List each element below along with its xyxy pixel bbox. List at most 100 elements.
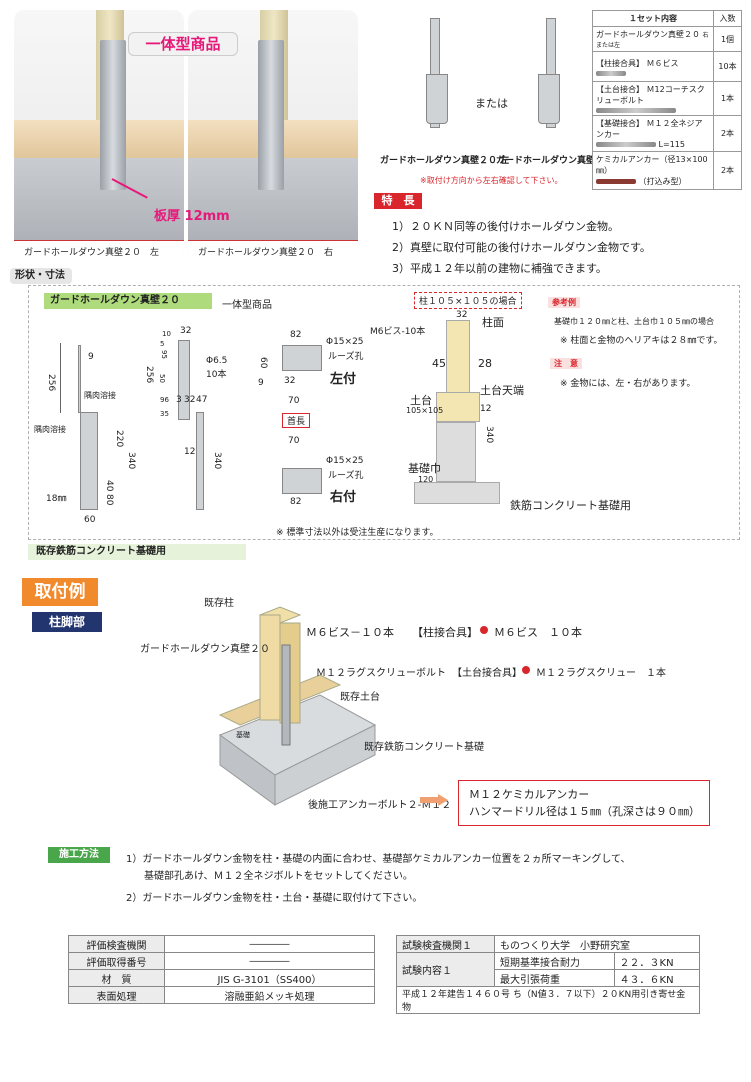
column-base-tag: 柱脚部 (32, 612, 102, 632)
set-qty: 2本 (713, 115, 742, 152)
anchor-bolt-icon (596, 142, 656, 147)
dim-50: 50 (158, 374, 166, 383)
side-view-body (196, 412, 204, 510)
set-item-sub: （打込み型） (638, 177, 687, 186)
set-header: １セット内容 (592, 10, 714, 27)
dim-95: 95 (160, 350, 168, 359)
phi-label-2: Φ15×25 (326, 456, 364, 466)
m6-item-label: Ｍ６ビス １０本 (494, 626, 582, 639)
reference-note: ※ 柱面と金物のヘリアキは２８㎜です。 (560, 336, 723, 346)
foundation-image (14, 158, 184, 240)
bracket-left-foot (426, 74, 448, 124)
method-step: 1）ガードホールダウン金物を柱・基礎の内面に合わせ、基礎部ケミカルアンカー位置を… (126, 854, 631, 865)
column-size-label: 柱１０５×１０５の場合 (414, 292, 522, 309)
reference-tag: 参考例 (548, 297, 580, 308)
phi-label: Φ15×25 (326, 337, 364, 347)
base-label: 基礎 (236, 731, 250, 739)
set-row: ガードホールダウン真壁２０ 右または左 1個 (592, 26, 742, 52)
photo-left-caption: ガードホールダウン真壁２０ 左 (14, 240, 184, 260)
dim-35: 35 (160, 410, 169, 418)
bracket-right-image (546, 18, 556, 128)
dim-82: 82 (290, 330, 302, 340)
set-item: ケミカルアンカー（径13×100㎜） (596, 155, 708, 175)
set-row: 【基礎接合】 Ｍ１２全ネジアンカー L=115 2本 (592, 115, 742, 152)
spec-label: 表面処理 (68, 986, 165, 1004)
sill-top-label: 土台天端 (480, 384, 524, 397)
spec-label: 評価検査機関 (68, 935, 165, 953)
m12-item-label: Ｍ１２ラグスクリュー １本 (536, 668, 666, 679)
dim-10: 10 (162, 330, 171, 338)
spec-value: 溶融亜鉛メッキ処理 (164, 986, 375, 1004)
metal-plate-image (258, 40, 284, 190)
metal-plate-image (100, 40, 126, 190)
set-item: ガードホールダウン真壁２０ (596, 30, 700, 39)
set-item: 【基礎接合】 Ｍ１２全ネジアンカー (596, 119, 703, 139)
dim-256b: 256 (144, 366, 154, 384)
anchor-box-line: ハンマードリル径は１５㎜（孔深さは９０㎜） (469, 805, 700, 818)
integrated-product-badge: 一体型商品 (128, 32, 238, 56)
weld-label-1: 隅肉溶接 (84, 391, 116, 400)
dim-40: 40 (104, 480, 114, 492)
dim-line (60, 343, 61, 413)
spec-row: 試験内容１ 短期基準接合耐力 ２２．３KN (396, 952, 701, 987)
or-text: または (475, 97, 508, 110)
product-title: ガードホールダウン真壁２０ (44, 293, 212, 309)
left-mount-label: 左付 (330, 372, 357, 387)
spec-label: 試験検査機関１ (396, 935, 495, 953)
spec-table-right: 試験検査機関１ ものつくり大学 小野研究室 試験内容１ 短期基準接合耐力 ２２．… (396, 935, 701, 1014)
bracket-right-foot (538, 74, 560, 124)
bullet-icon (480, 626, 488, 634)
asm-dim-45: 45 (432, 357, 446, 370)
dim-82b: 82 (290, 497, 302, 507)
set-item: 【土台接合】 Ｍ12コーチスクリューボルト (596, 85, 705, 105)
dim-9b: 9 (258, 378, 264, 388)
dim-70b: 70 (288, 436, 300, 446)
reference-text: 基礎巾１２０㎜と柱、土台巾１０５㎜の場合 (554, 317, 714, 326)
dim-70: 70 (288, 396, 300, 406)
install-example-title: 取付例 (22, 578, 98, 606)
spec-footer: 平成１２年建告１４６０号 ち（N値３．７以下）２０KN用引き寄せ金物 (396, 986, 700, 1014)
existing-sill-label: 既存土台 (340, 692, 380, 703)
asm-dim-28: 28 (478, 357, 492, 370)
dim-340b: 340 (212, 452, 222, 470)
existing-rc-label: 既存鉄筋コンクリート基礎 (364, 742, 484, 753)
sill-image (14, 120, 184, 158)
set-row: 【土台接合】 Ｍ12コーチスクリューボルト 1本 (592, 81, 742, 116)
set-qty: 1個 (713, 26, 742, 52)
photo-right-caption: ガードホールダウン真壁２０ 右 (188, 240, 358, 260)
install-illustration (218, 606, 377, 806)
neck-length-label: 首長 (282, 413, 311, 428)
foundation-section-image (436, 422, 476, 482)
chemical-anchor-icon (596, 179, 636, 184)
dim-32b: 32 (184, 395, 196, 405)
dim-12: 12 (184, 447, 196, 457)
m12-joint-label: 【土台接合具】 (452, 668, 522, 679)
dim-9: 9 (88, 352, 94, 362)
hole-count: 10本 (206, 370, 227, 380)
screw-count-label: M6ビス-10本 (370, 327, 426, 337)
feature-item: 2）真壁に取付可能の後付けホールダウン金物です。 (392, 241, 651, 254)
spec-row: 試験検査機関１ ものつくり大学 小野研究室 (396, 935, 700, 953)
dim-5: 5 (160, 340, 165, 348)
existing-column-label: 既存柱 (204, 598, 234, 609)
chemical-anchor-box: Ｍ１２ケミカルアンカー ハンマードリル径は１５㎜（孔深さは９０㎜） (458, 780, 710, 826)
bracket-left-image (430, 18, 440, 128)
existing-rc-foundation-tag: 既存鉄筋コンクリート基礎用 (28, 544, 246, 560)
top-view-right (282, 468, 322, 494)
spec-row: 評価取得番号―――― (68, 952, 375, 970)
weld-label-2: 隅肉溶接 (34, 425, 66, 434)
column-face-label: 柱面 (482, 316, 504, 329)
feature-item: 1）２０ＫＮ同等の後付けホールダウン金物。 (392, 220, 619, 233)
set-qty: 1本 (713, 81, 742, 116)
m12-lag-label: Ｍ１２ラグスクリューボルト (316, 668, 446, 679)
shape-dimension-tab: 形状・寸法 (10, 268, 72, 284)
sill-label: 土台 (410, 394, 432, 407)
qty-header: 入数 (713, 10, 742, 27)
spec-value: ４３．６KN (613, 969, 701, 987)
dim-18mm: 18㎜ (46, 494, 67, 504)
front-view-plate (78, 345, 81, 413)
asm-dim-32: 32 (456, 310, 468, 320)
variant-left-label: ガードホールダウン真壁２０ 左 (380, 156, 510, 166)
thickness-label: 板厚 12mm (154, 209, 230, 224)
